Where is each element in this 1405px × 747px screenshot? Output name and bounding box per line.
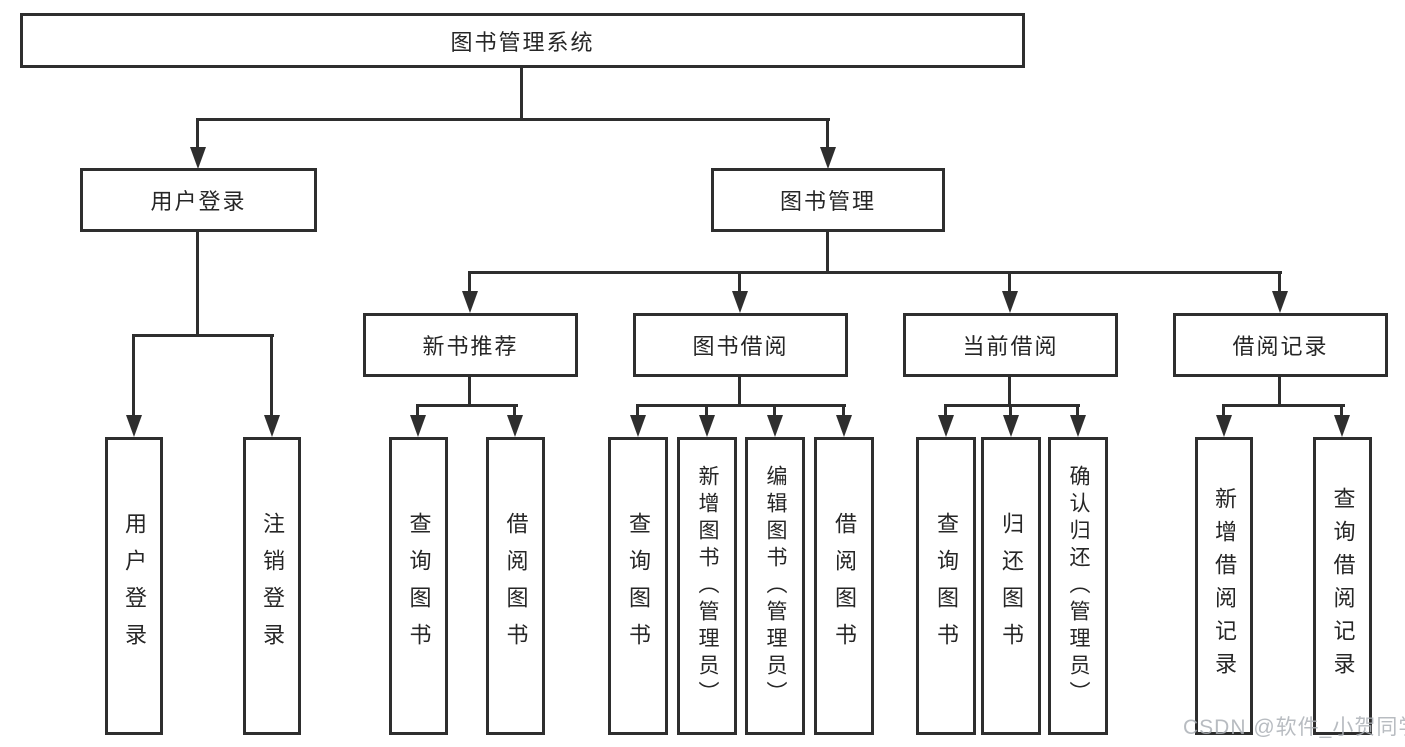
node-book-borrow-label: 图书借阅 (692, 334, 789, 359)
connector-line (416, 404, 419, 417)
connector-arrow (126, 415, 142, 437)
connector-line (132, 334, 274, 337)
node-current-borrow: 当前借阅 (903, 313, 1118, 377)
node-rec-borrow: 借阅图书 (486, 437, 545, 735)
connector-line (416, 404, 518, 407)
node-root-label: 图书管理系统 (450, 29, 595, 55)
connector-line (468, 377, 471, 406)
node-cb-confirm-label: 确认归还（管理员） (1067, 464, 1090, 708)
connector-line (773, 404, 776, 417)
connector-arrow (1070, 415, 1086, 437)
connector-line (636, 404, 639, 417)
node-cb-return-label: 归还图书 (999, 512, 1024, 660)
connector-line (738, 377, 741, 406)
connector-arrow (938, 415, 954, 437)
connector-line (132, 334, 135, 417)
connector-line (636, 404, 846, 407)
connector-line (826, 118, 829, 150)
connector-line (1278, 377, 1281, 406)
connector-line (705, 404, 708, 417)
connector-arrow (836, 415, 852, 437)
node-user-login-label: 用户登录 (150, 189, 247, 214)
connector-arrow (767, 415, 783, 437)
node-book-mgmt-label: 图书管理 (779, 189, 876, 214)
connector-arrow (630, 415, 646, 437)
node-book-mgmt: 图书管理 (711, 168, 945, 232)
connector-line (1009, 404, 1012, 417)
node-login-logout: 注销登录 (243, 437, 301, 735)
node-bb-query-label: 查询图书 (626, 512, 651, 660)
connector-line (1222, 404, 1345, 407)
connector-arrow (699, 415, 715, 437)
connector-line (1008, 271, 1011, 293)
connector-arrow (732, 291, 748, 313)
node-login-user-label: 用户登录 (122, 512, 147, 660)
node-login-user: 用户登录 (105, 437, 163, 735)
node-br-add: 新增借阅记录 (1195, 437, 1253, 735)
connector-line (1008, 377, 1011, 406)
connector-line (513, 404, 516, 417)
connector-arrow (462, 291, 478, 313)
node-borrow-record: 借阅记录 (1173, 313, 1388, 377)
connector-arrow (410, 415, 426, 437)
node-cb-return: 归还图书 (981, 437, 1041, 735)
node-cb-query-label: 查询图书 (934, 512, 959, 660)
node-book-borrow: 图书借阅 (633, 313, 848, 377)
connector-line (826, 232, 829, 274)
node-bb-edit: 编辑图书（管理员） (745, 437, 805, 735)
node-bb-query: 查询图书 (608, 437, 668, 735)
node-cb-confirm: 确认归还（管理员） (1048, 437, 1108, 735)
watermark: CSDN @软件_小贺同学 (1183, 716, 1405, 739)
connector-line (196, 118, 830, 121)
node-user-login: 用户登录 (80, 168, 317, 232)
connector-line (738, 271, 741, 293)
connector-line (944, 404, 947, 417)
connector-line (842, 404, 845, 417)
node-borrow-record-label: 借阅记录 (1232, 334, 1329, 359)
node-cb-query: 查询图书 (916, 437, 976, 735)
node-bb-edit-label: 编辑图书（管理员） (764, 464, 787, 708)
node-rec-query-label: 查询图书 (406, 512, 432, 660)
connector-line (196, 232, 199, 337)
node-br-query: 查询借阅记录 (1313, 437, 1372, 735)
connector-arrow (1002, 291, 1018, 313)
connector-arrow (264, 415, 280, 437)
node-root: 图书管理系统 (20, 13, 1025, 68)
node-bb-borrow: 借阅图书 (814, 437, 874, 735)
connector-arrow (820, 147, 836, 169)
connector-arrow (1272, 291, 1288, 313)
node-bb-borrow-label: 借阅图书 (832, 512, 857, 660)
node-bb-add: 新增图书（管理员） (677, 437, 737, 735)
connector-arrow (1334, 415, 1350, 437)
node-br-query-label: 查询借阅记录 (1330, 487, 1356, 685)
connector-line (270, 334, 273, 417)
connector-line (196, 118, 199, 150)
node-current-borrow-label: 当前借阅 (962, 334, 1059, 359)
connector-line (1222, 404, 1225, 417)
connector-line (468, 271, 471, 293)
connector-line (1340, 404, 1343, 417)
node-bb-add-label: 新增图书（管理员） (696, 464, 719, 708)
node-rec-query: 查询图书 (389, 437, 448, 735)
connector-arrow (190, 147, 206, 169)
connector-line (1076, 404, 1079, 417)
connector-line (520, 66, 523, 120)
connector-line (468, 271, 1282, 274)
connector-line (944, 404, 1080, 407)
connector-arrow (1216, 415, 1232, 437)
node-new-book-rec-label: 新书推荐 (422, 334, 519, 359)
connector-arrow (507, 415, 523, 437)
connector-arrow (1003, 415, 1019, 437)
connector-line (1278, 271, 1281, 293)
node-rec-borrow-label: 借阅图书 (503, 512, 529, 660)
node-new-book-rec: 新书推荐 (363, 313, 578, 377)
node-login-logout-label: 注销登录 (260, 512, 285, 660)
node-br-add-label: 新增借阅记录 (1212, 487, 1237, 685)
